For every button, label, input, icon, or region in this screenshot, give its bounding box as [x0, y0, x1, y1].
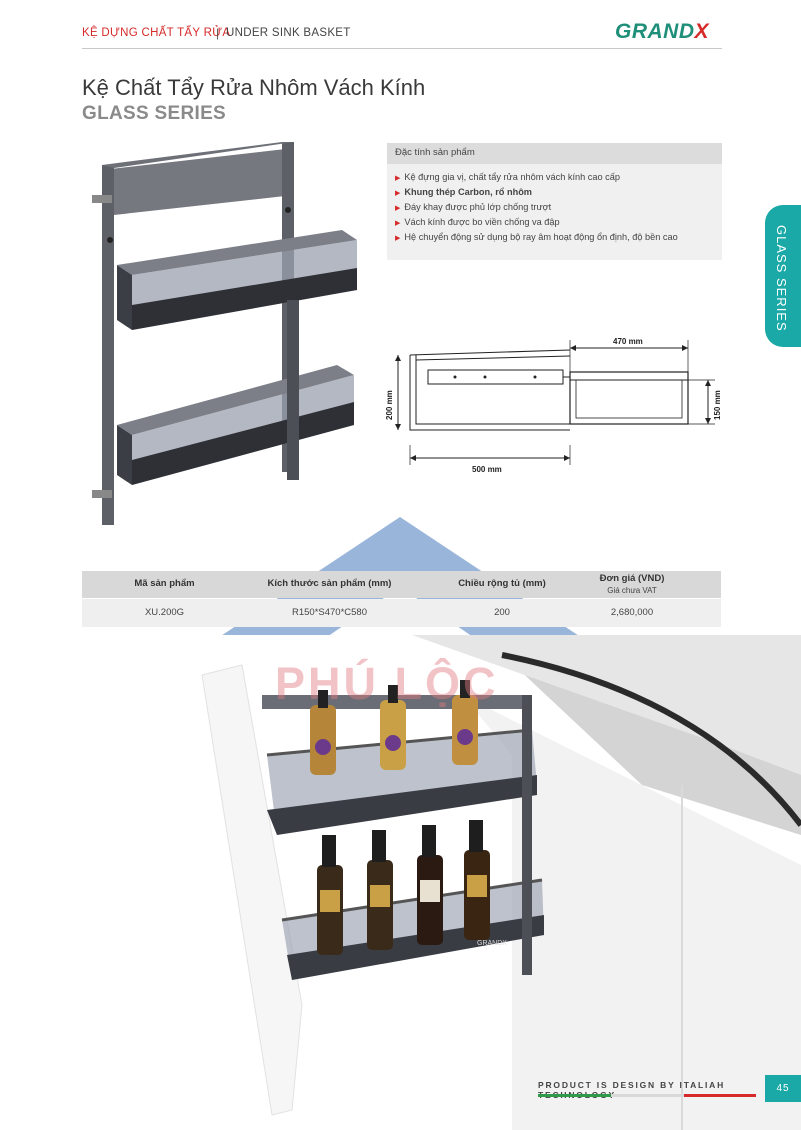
bullet-triangle-icon: ▶ [395, 220, 401, 227]
feature-text: Đáy khay được phủ lớp chống trượt [404, 202, 552, 212]
feature-item: ▶Kệ đựng gia vị, chất tẩy rửa nhôm vách … [395, 170, 678, 185]
features-list: ▶Kệ đựng gia vị, chất tẩy rửa nhôm vách … [395, 170, 678, 245]
feature-text: Kệ đựng gia vị, chất tẩy rửa nhôm vách k… [404, 172, 620, 182]
side-series-tab: GLASS SERIES [765, 205, 801, 347]
header-separator: | [216, 26, 220, 40]
header-category-en: UNDER SINK BASKET [226, 27, 351, 39]
table-header: Mã sản phẩm Kích thước sản phẩm (mm) Chi… [82, 571, 721, 598]
logo-x: X [694, 20, 710, 43]
cell-price: 2,680,000 [610, 607, 654, 618]
page-number: 45 [765, 1075, 801, 1102]
feature-item: ▶Hệ chuyển động sử dụng bộ ray âm hoạt đ… [395, 230, 678, 245]
feature-text: Hệ chuyển động sử dụng bộ ray âm hoạt độ… [404, 232, 678, 242]
features-heading-bar: Đặc tính sản phẩm [387, 143, 722, 164]
cell-width: 200 [494, 607, 510, 618]
flag-stripe-red [684, 1094, 756, 1097]
bullet-triangle-icon: ▶ [395, 175, 401, 182]
brand-logo: GRANDX [615, 20, 709, 44]
product-title: Kệ Chất Tẩy Rửa Nhôm Vách Kính [82, 75, 426, 100]
installed-product-photo: GRANDX [82, 635, 801, 1130]
col-header-code: Mã sản phẩm [134, 578, 195, 589]
product-series: GLASS SERIES [82, 103, 227, 124]
features-heading: Đặc tính sản phẩm [395, 147, 475, 158]
feature-item: ▶Vách kính được bo viền chống va đập [395, 215, 678, 230]
feature-item: ▶Đáy khay được phủ lớp chống trượt [395, 200, 678, 215]
dimension-diagram: 470 mm 200 mm 150 mm 500 mm [385, 337, 722, 474]
flag-stripe-white [611, 1094, 684, 1097]
watermark-text: PHÚ LỘC [275, 658, 499, 709]
basket-brand-label: GRANDX [477, 940, 507, 947]
cell-code: XU.200G [144, 607, 185, 618]
header-divider [82, 48, 722, 49]
header-category: KỆ DỰNG CHẤT TẨY RỬA [82, 27, 231, 39]
feature-item: ▶Khung thép Carbon, rổ nhôm [395, 185, 678, 200]
dim-depth-label: 500 mm [472, 465, 502, 474]
bullet-triangle-icon: ▶ [395, 205, 401, 212]
side-tab-label: GLASS SERIES [774, 225, 789, 332]
features-box: Đặc tính sản phẩm ▶Kệ đựng gia vị, chất … [387, 143, 722, 260]
feature-text: Khung thép Carbon, rổ nhôm [404, 187, 532, 197]
logo-text: GRAND [615, 20, 695, 43]
footer-tagline: PRODUCT IS DESIGN BY ITALIAH TECHNOLOGY [538, 1080, 726, 1100]
product-photo [92, 142, 357, 525]
col-header-size: Kích thước sản phẩm (mm) [267, 578, 392, 589]
cell-size: R150*S470*C580 [291, 607, 367, 618]
col-header-width: Chiều rộng tủ (mm) [458, 578, 546, 589]
col-header-price-note: Giá chưa VAT [607, 586, 657, 595]
feature-text: Vách kính được bo viền chống va đập [404, 217, 560, 227]
flag-stripe-green [538, 1094, 611, 1097]
dim-height-left-label: 200 mm [385, 390, 394, 420]
table-row: XU.200G R150*S470*C580 200 2,680,000 [82, 599, 721, 627]
dim-height-right-label: 150 mm [713, 390, 722, 420]
col-header-price: Đơn giá (VND) [599, 573, 665, 584]
bullet-triangle-icon: ▶ [395, 190, 401, 197]
dim-width-label: 470 mm [613, 337, 643, 346]
bullet-triangle-icon: ▶ [395, 235, 401, 242]
